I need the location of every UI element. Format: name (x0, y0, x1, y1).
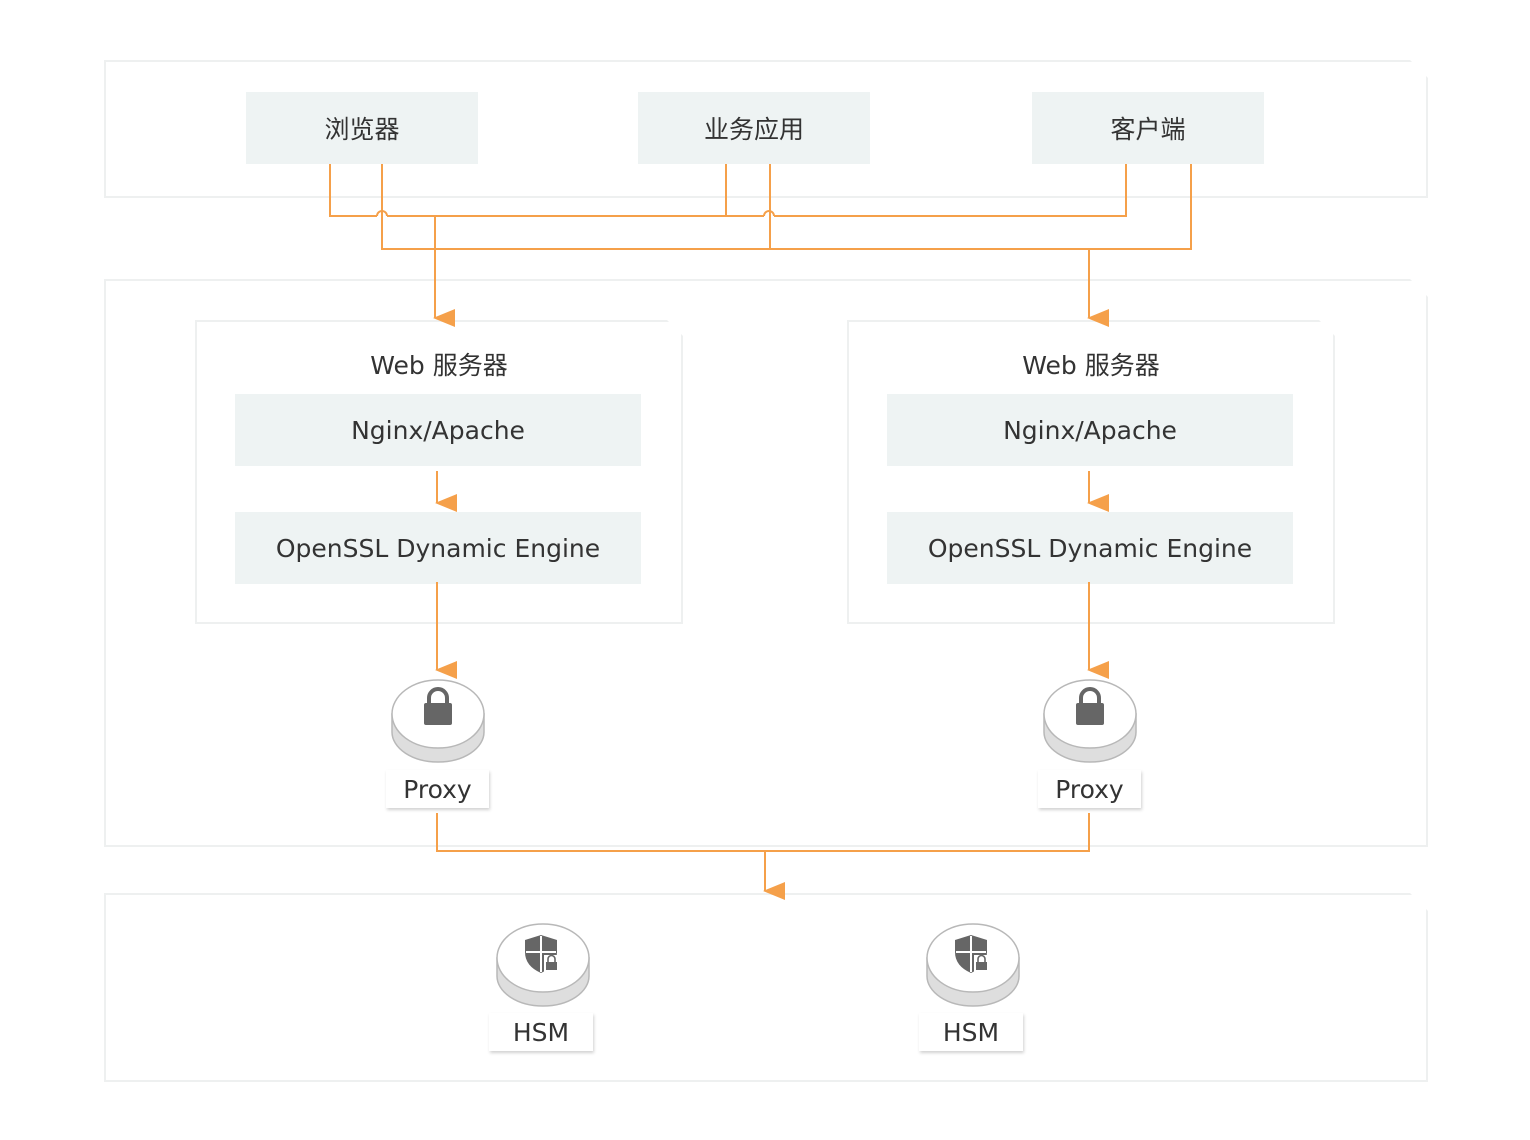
lock-icon (424, 687, 452, 725)
openssl-engine-label: OpenSSL Dynamic Engine (275, 533, 601, 563)
hsm-tier (104, 893, 1428, 1082)
bus-a-line (329, 164, 377, 217)
web-server-title: Web 服务器 (1022, 351, 1160, 380)
proxy-merge-line (436, 813, 1090, 852)
openssl-engine-box: OpenSSL Dynamic Engine (887, 512, 1293, 584)
bus-a-line (774, 164, 1127, 217)
hsm-label: HSM (512, 1017, 570, 1047)
nginx-apache-box: Nginx/Apache (887, 394, 1293, 466)
web-server-left: Web 服务器 Nginx/Apache OpenSSL Dynamic Eng… (195, 320, 683, 624)
bus-b-line (381, 164, 1192, 250)
hsm-device-right (926, 923, 1020, 1007)
client-node: 客户端 (1032, 92, 1264, 164)
business-app-label: 业务应用 (703, 115, 804, 144)
hsm-device-left (496, 923, 590, 1007)
lock-icon (1076, 687, 1104, 725)
proxy-label-right: Proxy (1038, 770, 1141, 808)
nginx-apache-label: Nginx/Apache (1003, 415, 1177, 445)
shield-lock-icon (525, 935, 559, 973)
openssl-engine-label: OpenSSL Dynamic Engine (927, 533, 1253, 563)
hsm-label: HSM (942, 1017, 1000, 1047)
proxy-device-right (1043, 679, 1137, 763)
shield-lock-icon (955, 935, 989, 973)
proxy-device-left (391, 679, 485, 763)
hsm-label-left: HSM (489, 1013, 593, 1051)
openssl-engine-box: OpenSSL Dynamic Engine (235, 512, 641, 584)
business-app-node: 业务应用 (638, 92, 870, 164)
web-server-title: Web 服务器 (370, 351, 508, 380)
nginx-apache-label: Nginx/Apache (351, 415, 525, 445)
hsm-label-right: HSM (919, 1013, 1023, 1051)
client-label: 客户端 (1110, 115, 1186, 144)
nginx-apache-box: Nginx/Apache (235, 394, 641, 466)
browser-node: 浏览器 (246, 92, 478, 164)
browser-label: 浏览器 (324, 115, 400, 144)
proxy-label: Proxy (1055, 774, 1124, 804)
proxy-label: Proxy (403, 774, 472, 804)
web-server-right: Web 服务器 Nginx/Apache OpenSSL Dynamic Eng… (847, 320, 1335, 624)
proxy-label-left: Proxy (386, 770, 489, 808)
